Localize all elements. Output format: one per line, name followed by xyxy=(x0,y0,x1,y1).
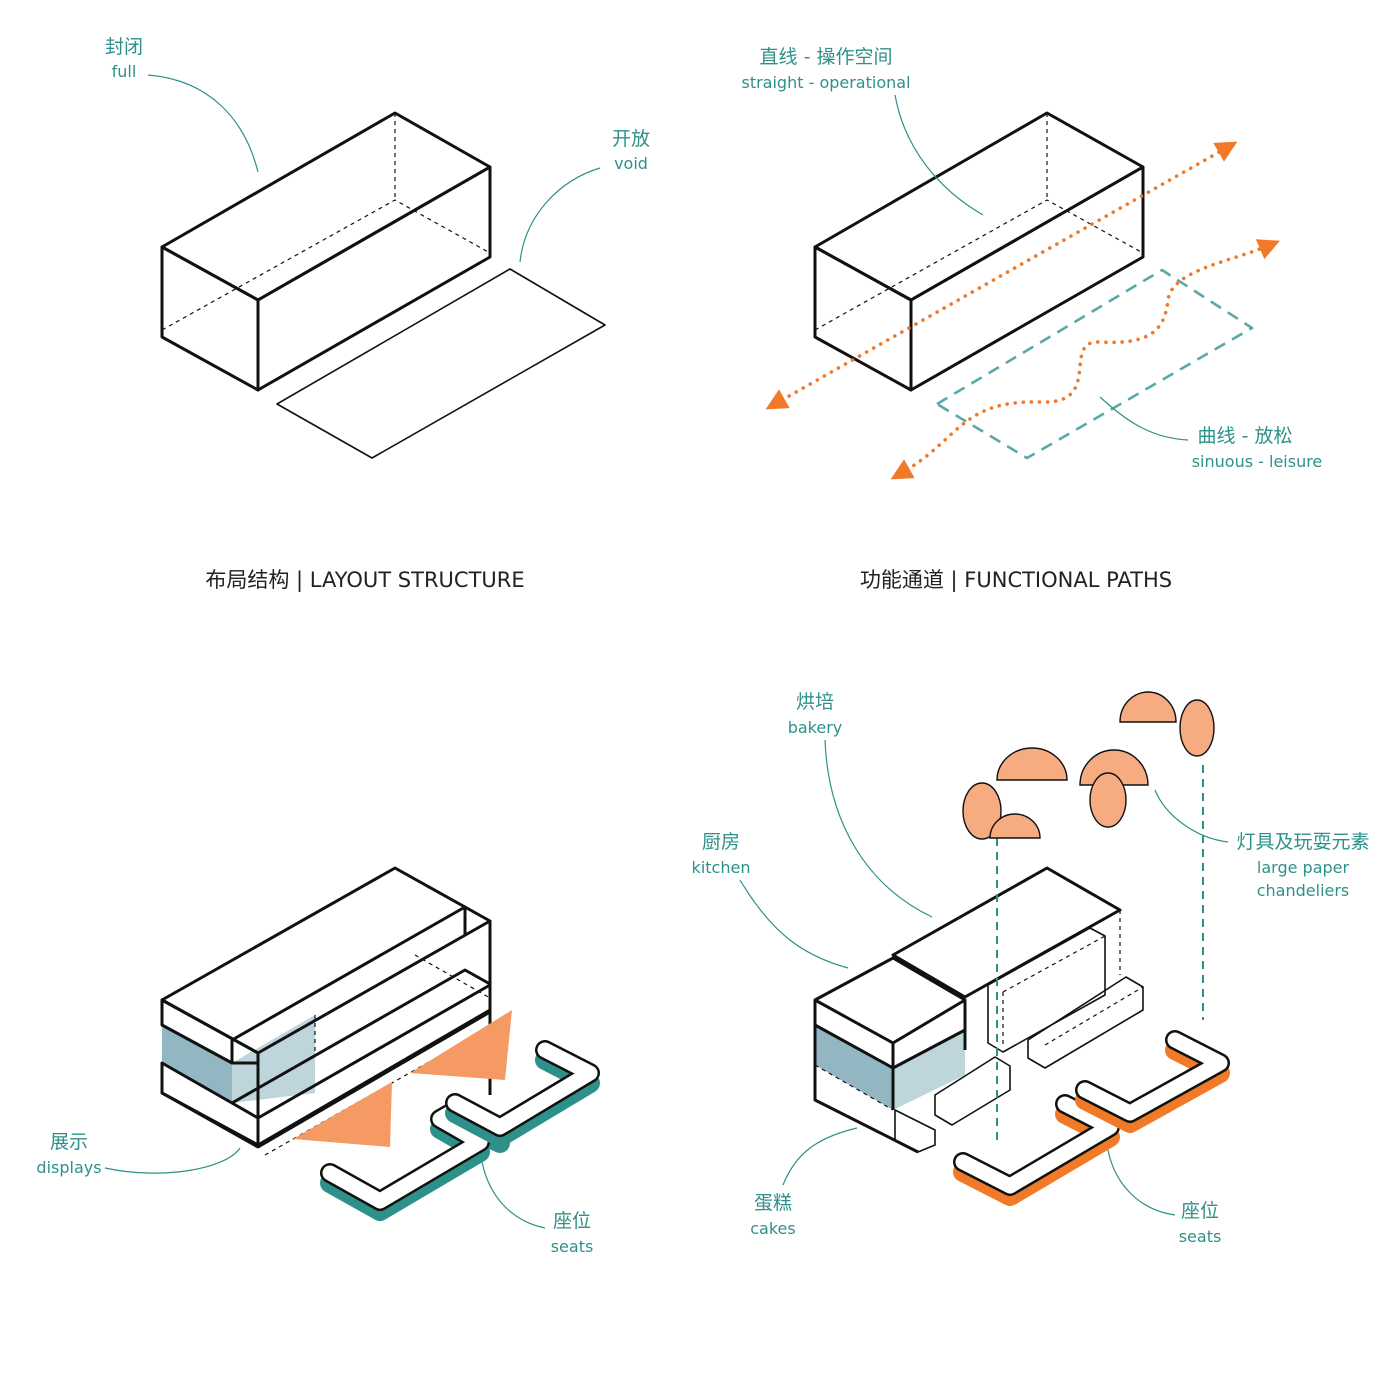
displays-leader-line xyxy=(104,1147,241,1174)
sinuous-leader-line xyxy=(1099,396,1189,441)
void-leader-line xyxy=(519,167,601,263)
functional-paths-title: 功能通道 | FUNCTIONAL PATHS xyxy=(860,568,1172,593)
chandeliers-label-en-2: chandeliers xyxy=(1257,881,1350,900)
void-floor-plane xyxy=(276,268,606,459)
seats-leader-line-left xyxy=(481,1161,546,1229)
panel-program: 烘培 bakery 厨房 kitchen 灯具及玩耍元素 large paper… xyxy=(692,691,1370,1246)
chandelier-3 xyxy=(989,813,1041,839)
chandelier-7 xyxy=(1089,772,1127,828)
display-triangle-right xyxy=(410,1010,512,1080)
cakes-label-en: cakes xyxy=(750,1219,795,1238)
panel-layout-structure: 封闭 full 开放 void 布局结构 | LAYOUT STRUCTURE xyxy=(105,36,650,593)
full-label-cn: 封闭 xyxy=(105,36,143,58)
chandelier-5 xyxy=(1179,699,1215,757)
sinuous-path-arrow xyxy=(890,239,1280,480)
seat-bench-orange-small xyxy=(1075,1030,1230,1133)
bakery-label-en: bakery xyxy=(788,718,843,737)
void-label-en: void xyxy=(614,154,648,173)
sinuous-label-en: sinuous - leisure xyxy=(1192,452,1323,471)
seats-label-en-right: seats xyxy=(1179,1227,1222,1246)
kitchen-leader-line xyxy=(739,879,849,969)
chandelier-6 xyxy=(1079,749,1149,786)
chandelier-2 xyxy=(962,782,1002,840)
panel-displays-seats: 展示 displays 座位 seats xyxy=(36,866,600,1256)
cakes-leader-line xyxy=(782,1127,858,1186)
chandeliers-leader-line xyxy=(1154,789,1229,843)
cakes-label-cn: 蛋糕 xyxy=(754,1192,792,1214)
chandeliers-label-cn: 灯具及玩耍元素 xyxy=(1236,831,1369,853)
kitchen-label-en: kitchen xyxy=(692,858,751,877)
straight-path-arrow xyxy=(765,141,1238,410)
chandelier-4 xyxy=(1119,691,1177,723)
paper-chandeliers xyxy=(962,691,1215,840)
full-volume-box xyxy=(160,111,492,392)
full-leader-line xyxy=(147,74,259,173)
kitchen-volume xyxy=(813,956,1011,1154)
seat-bench-orange-large xyxy=(953,1094,1120,1206)
operational-volume-box xyxy=(813,111,1145,392)
full-label-en: full xyxy=(112,62,137,81)
bakery-leader-line xyxy=(824,739,933,918)
straight-label-cn: 直线 - 操作空间 xyxy=(760,46,893,68)
seats-leader-line-right xyxy=(1107,1149,1176,1216)
straight-leader-line xyxy=(894,94,984,216)
panel-functional-paths: 直线 - 操作空间 straight - operational 曲线 - 放松… xyxy=(741,46,1322,593)
straight-label-en: straight - operational xyxy=(741,73,910,92)
display-triangle-left xyxy=(293,1082,392,1147)
seats-label-cn-right: 座位 xyxy=(1181,1200,1219,1222)
displays-label-cn: 展示 xyxy=(50,1131,88,1153)
displays-label-en: displays xyxy=(36,1158,101,1177)
void-label-cn: 开放 xyxy=(612,128,650,150)
layout-structure-title: 布局结构 | LAYOUT STRUCTURE xyxy=(205,568,524,593)
seats-label-cn-left: 座位 xyxy=(553,1210,591,1232)
bakery-label-cn: 烘培 xyxy=(796,691,834,713)
seats-label-en-left: seats xyxy=(551,1237,594,1256)
seat-bench-small xyxy=(445,1040,600,1147)
bakery-volume xyxy=(891,866,1144,1069)
chandelier-1 xyxy=(996,747,1068,781)
kitchen-label-cn: 厨房 xyxy=(702,831,740,853)
sinuous-label-cn: 曲线 - 放松 xyxy=(1198,425,1293,447)
chandeliers-label-en-1: large paper xyxy=(1257,858,1350,877)
